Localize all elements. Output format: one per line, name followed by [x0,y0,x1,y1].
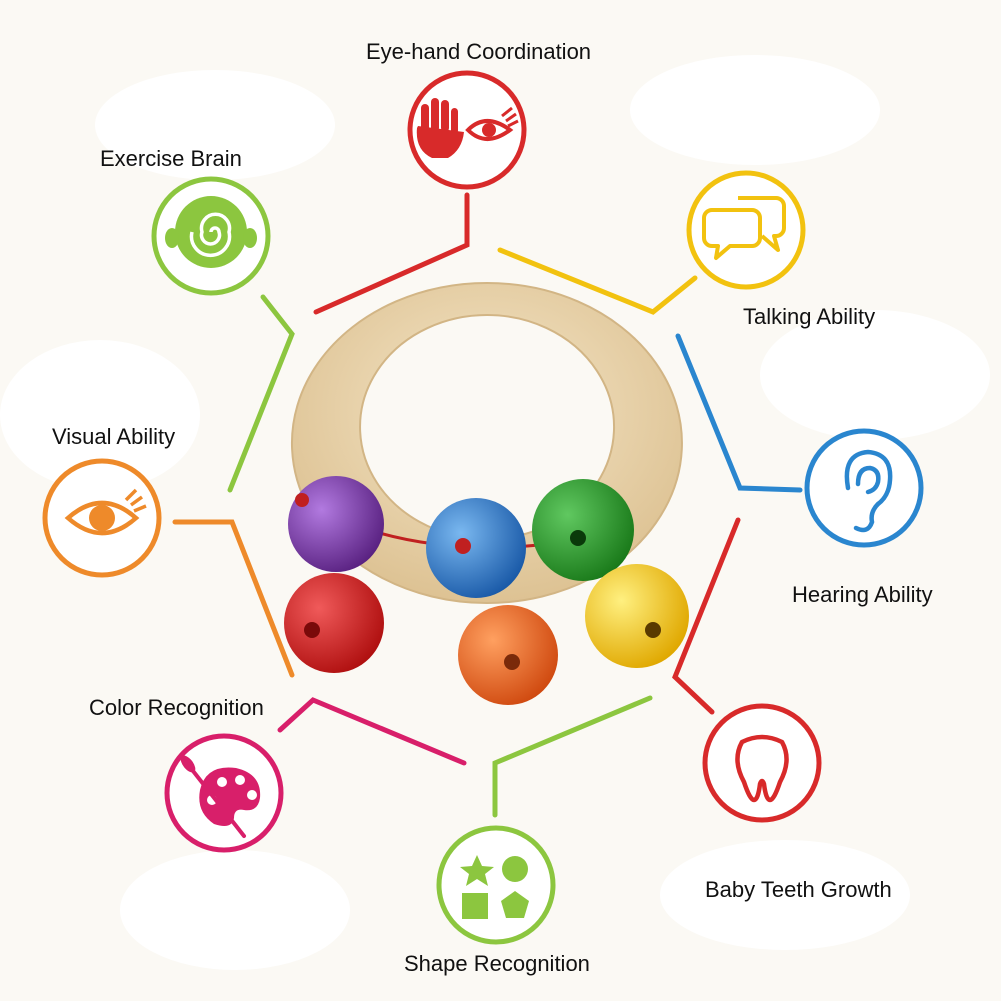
label-color-recognition: Color Recognition [89,695,264,720]
eye-hand-icon-group [407,70,527,190]
talking-icon-group [686,170,806,290]
bead-yellow [585,564,689,668]
label-shape-recognition: Shape Recognition [404,951,590,976]
tooth-icon [735,734,789,803]
connector-color [277,697,467,766]
bead-blue [426,498,526,598]
connector-talking [497,247,698,315]
ear-icon [844,449,893,533]
connector-exercise-brain [227,294,295,493]
label-talking-ability: Talking Ability [743,304,876,329]
shape-icon-group [436,825,556,945]
wooden-teether-ring [284,282,689,705]
label-exercise-brain: Exercise Brain [100,146,242,171]
background-blob [95,70,335,180]
color-icon-group [164,733,284,853]
label-eye-hand-coordination: Eye-hand Coordination [366,39,592,64]
shapes-icon [460,855,529,919]
speech-bubbles-icon [702,196,786,260]
paint-palette-icon [180,755,261,838]
bead-purple [288,476,384,572]
background-blob [660,840,910,950]
teeth-icon-group [702,703,822,823]
label-baby-teeth-growth: Baby Teeth Growth [705,877,892,902]
spiral-head-icon [165,196,257,268]
connector-teeth [672,517,741,715]
bead-green [532,479,634,581]
hand-and-eye-icon [416,98,519,158]
eye-icon [64,488,147,536]
connector-shape [492,695,653,818]
background-blob [760,310,990,440]
connector-hearing [675,333,803,493]
bead-orange [458,605,558,705]
background-blob [120,850,350,970]
label-hearing-ability: Hearing Ability [792,582,933,607]
connector-visual [172,519,295,678]
visual-icon-group [42,458,162,578]
bead-red [284,573,384,673]
background-blob [630,55,880,165]
exercise-brain-icon-group [151,176,271,296]
hearing-icon-group [804,428,924,548]
connector-eye-hand [313,192,470,315]
label-visual-ability: Visual Ability [52,424,176,449]
